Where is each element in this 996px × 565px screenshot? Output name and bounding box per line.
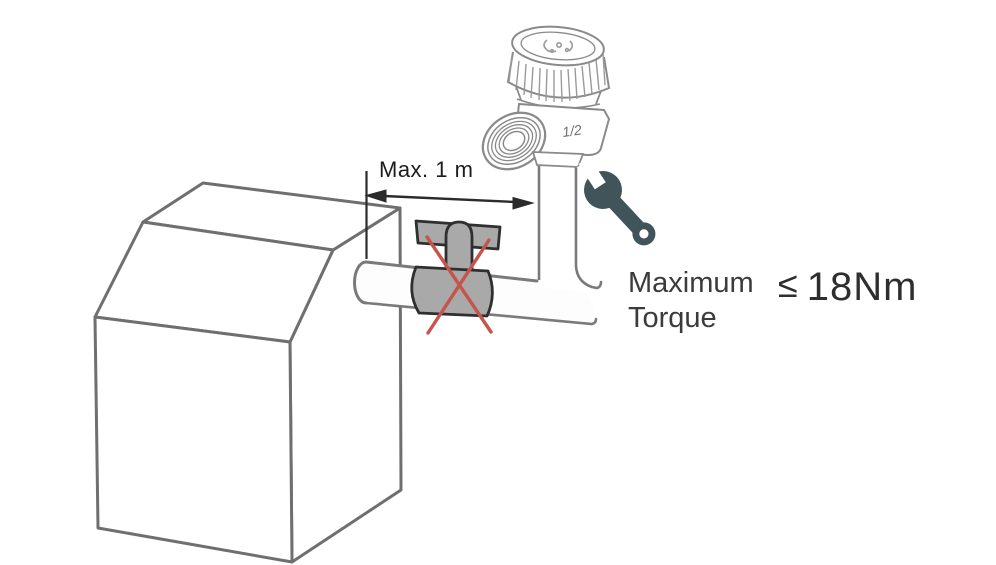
water-heater-tank — [93, 181, 403, 564]
arrowhead-right — [512, 196, 535, 210]
cross-line-2 — [426, 238, 491, 335]
torque-label: Maximum Torque — [628, 266, 754, 336]
prohibition-cross-icon — [425, 235, 493, 335]
riser-right-edge-elbow — [574, 160, 603, 290]
torque-label-line1: Maximum — [628, 267, 754, 299]
valve-cap-top — [511, 25, 605, 67]
tank-front-face — [93, 315, 294, 564]
less-than-or-equal-symbol: ≤ — [778, 264, 799, 305]
shutoff-valve — [410, 219, 502, 318]
pipe-left-cap — [353, 260, 368, 305]
arrowhead-left — [364, 189, 387, 203]
dimension-line — [383, 194, 516, 204]
riser-pipe — [537, 160, 603, 292]
valve-size-marking: 1/2 — [561, 121, 583, 140]
torque-label-line2: Torque — [628, 302, 717, 334]
valve-neck — [515, 85, 602, 105]
dimension-arrow — [364, 171, 535, 259]
valve-outlet-collar — [531, 151, 585, 168]
shutoff-valve-stem — [444, 220, 474, 281]
riser-fill — [539, 160, 594, 292]
valve-cap-rim — [520, 31, 596, 61]
wrench-icon — [576, 156, 656, 246]
valve-cap-knurling — [508, 53, 606, 103]
dimension-label: Max. 1 m — [379, 157, 474, 182]
safety-relief-valve: 1/2 — [481, 25, 611, 171]
torque-value: ≤18Nm — [778, 264, 917, 310]
valve-inlet-port — [481, 111, 547, 171]
wrench-handle-hole — [639, 229, 649, 239]
pipe-bottom-edge — [364, 301, 598, 326]
valve-cap-emblem — [543, 39, 574, 53]
torque-value-number: 18Nm — [806, 265, 918, 309]
